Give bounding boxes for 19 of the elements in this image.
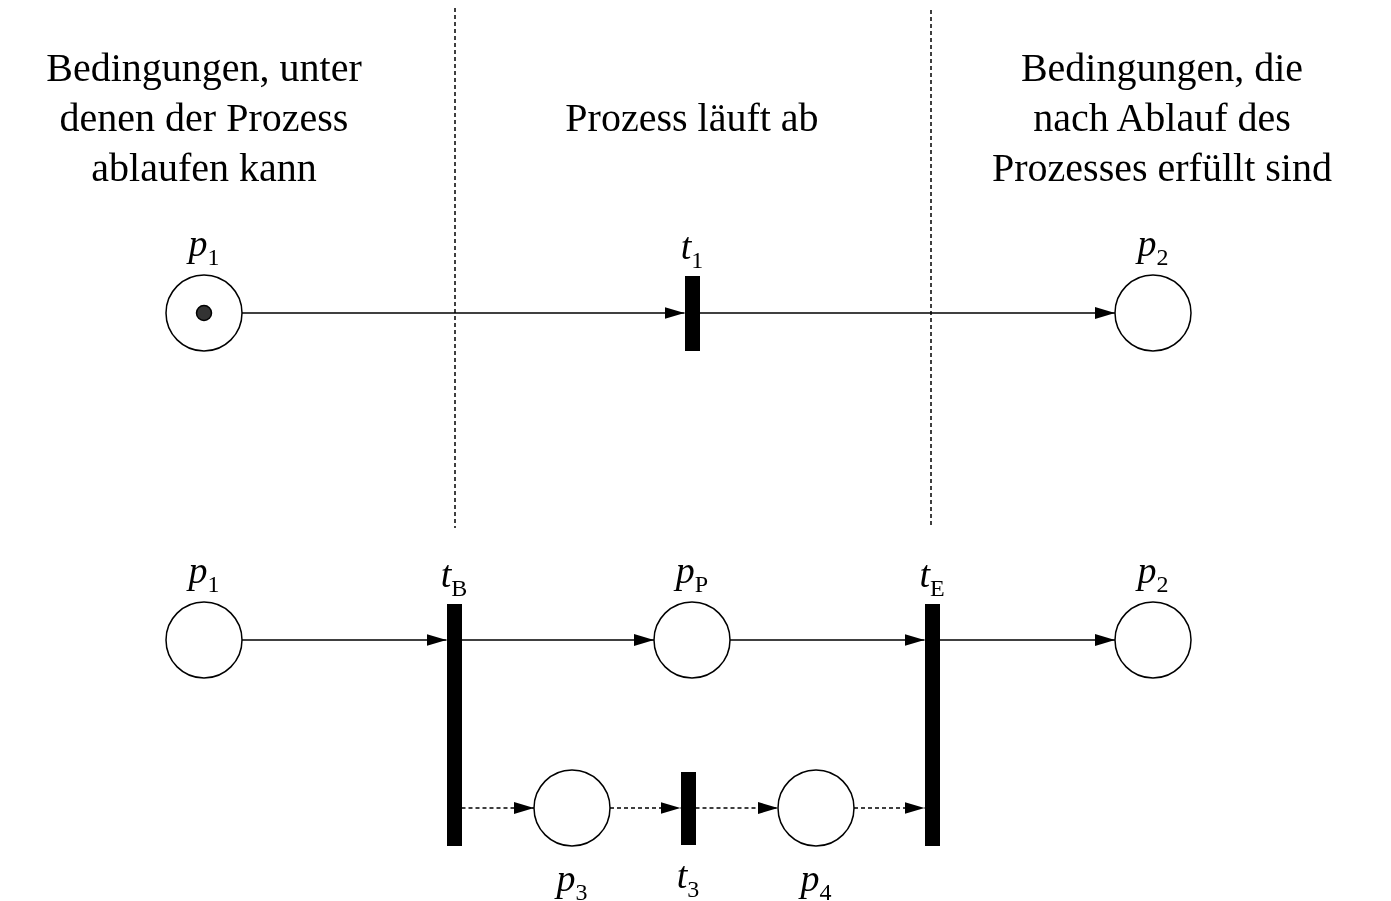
node-label: p$_{3}$ (556, 856, 588, 900)
node-label: p$_{1}$ (188, 221, 220, 265)
arrow (460, 802, 535, 814)
arrow (938, 634, 1116, 646)
node-label: p$_{P}$ (675, 548, 709, 592)
node-label: p$_{4}$ (800, 856, 832, 900)
section-heading: Prozess läuft ab (564, 94, 820, 142)
node-label: t$_{3}$ (676, 853, 700, 897)
arrow (460, 634, 655, 646)
node-label: t$_{E}$ (919, 552, 945, 596)
section-heading: Bedingungen, unter denen der Prozess ablaufen kann (45, 44, 363, 192)
section-heading: Bedingungen, die nach Ablauf des Prozesses erfüllt sind (991, 44, 1333, 192)
node-label: p$_{1}$ (188, 548, 220, 592)
arrow (698, 307, 1116, 319)
node-label: p$_{2}$ (1137, 548, 1169, 592)
node-label: t$_{B}$ (440, 552, 468, 596)
node-label: t$_{1}$ (680, 224, 704, 268)
arrow (694, 802, 779, 814)
node-label: p$_{2}$ (1137, 221, 1169, 265)
